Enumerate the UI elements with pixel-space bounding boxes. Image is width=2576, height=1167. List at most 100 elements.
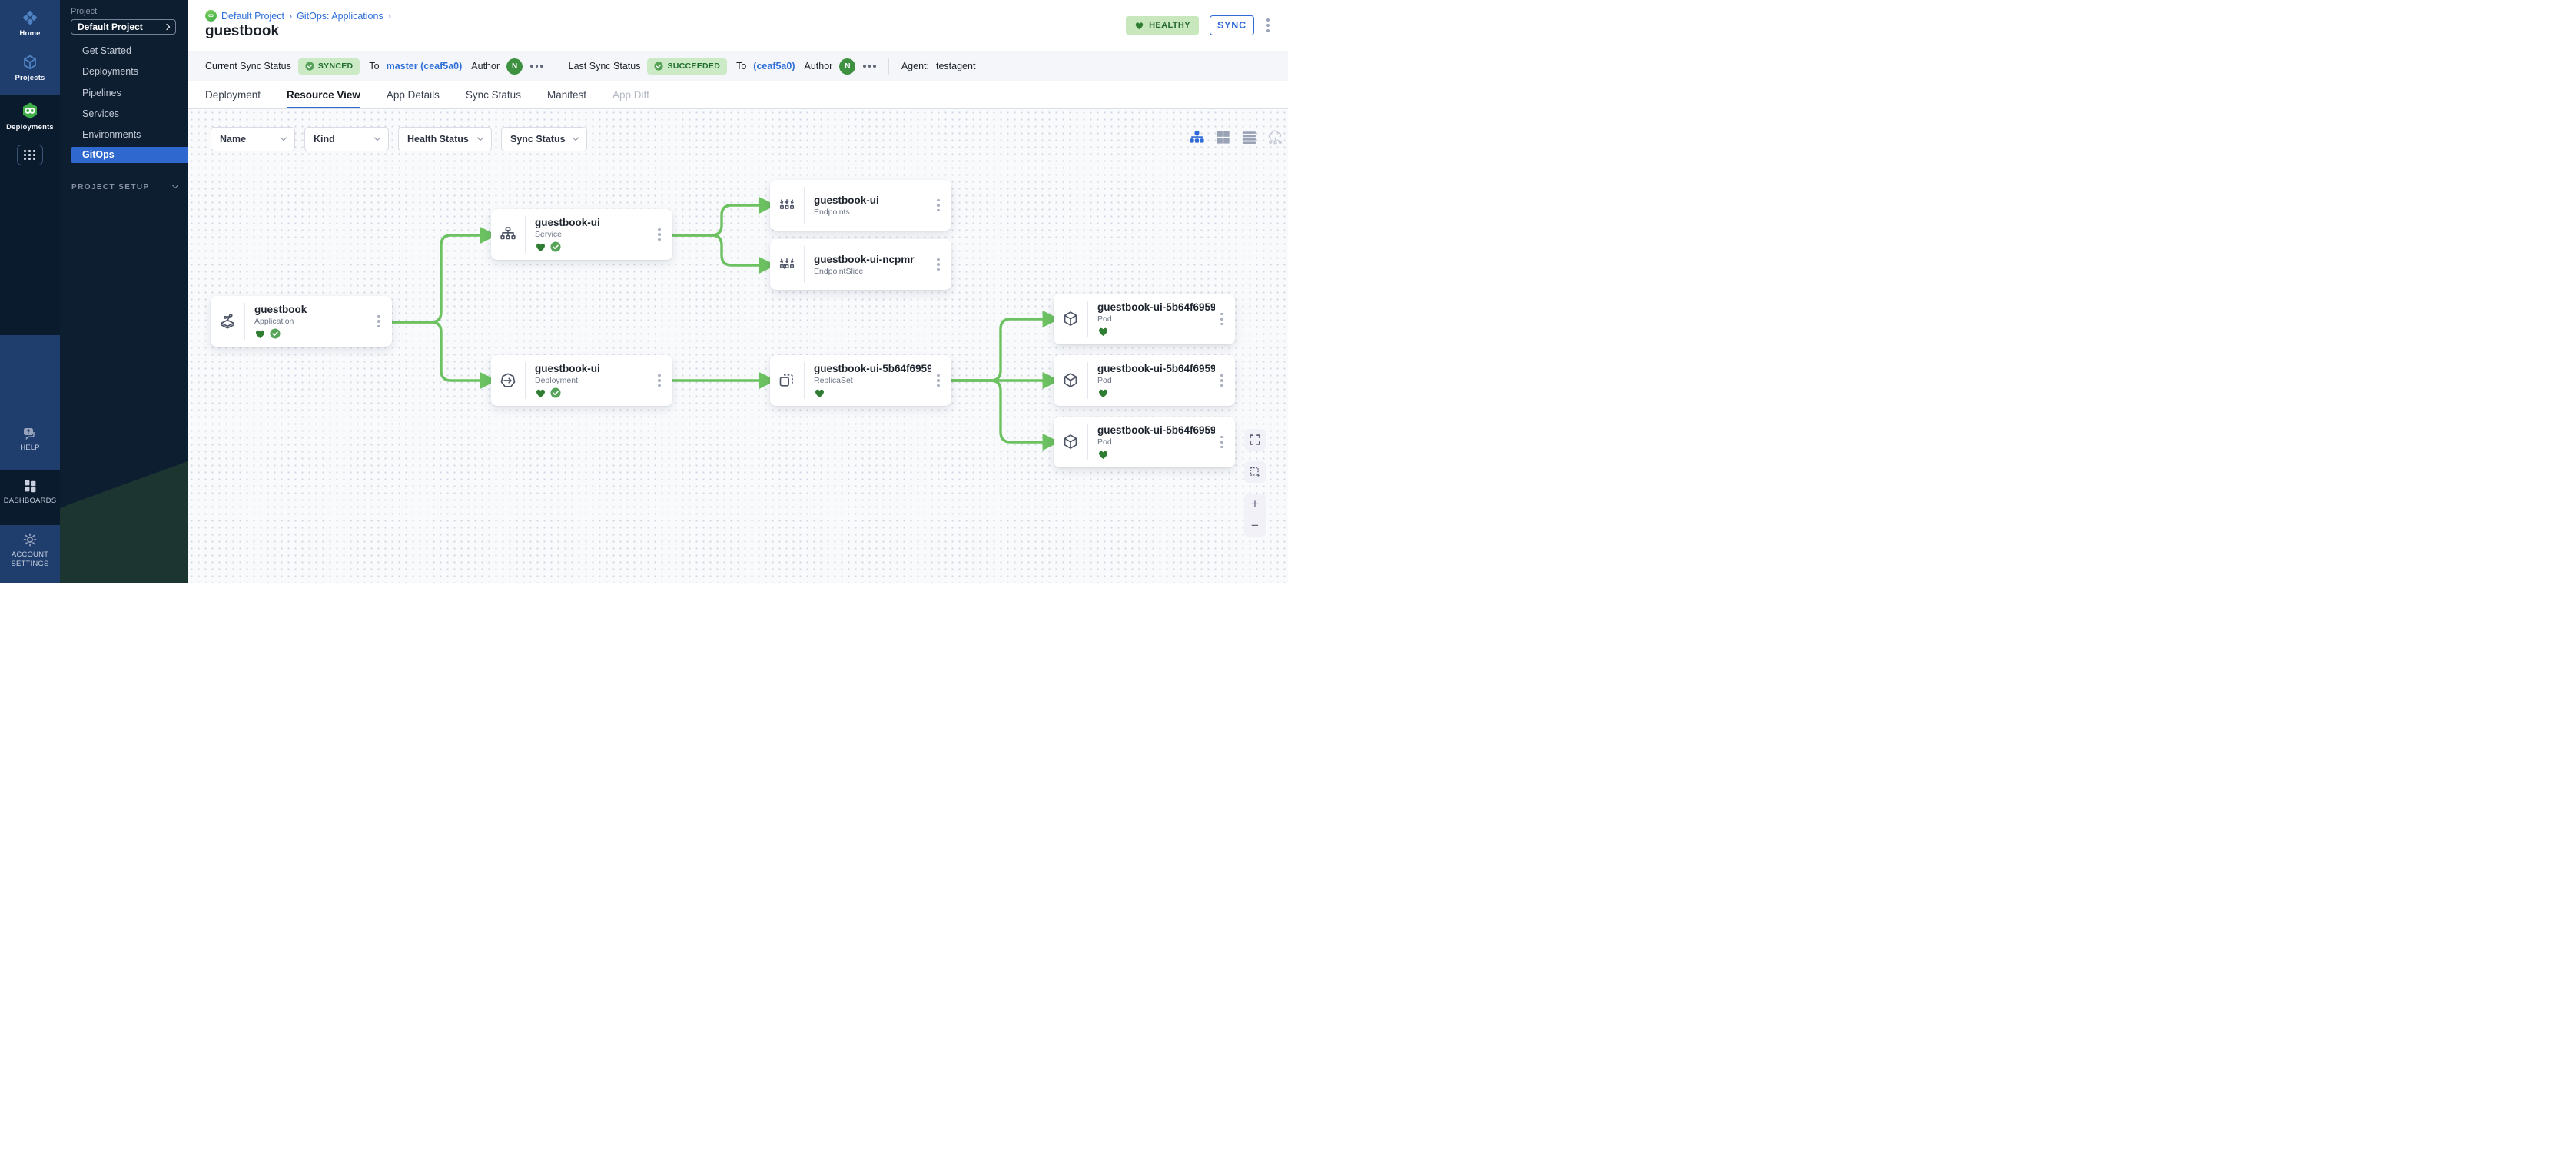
filter-sync-status[interactable]: Sync Status (501, 127, 587, 151)
resource-node-application[interactable]: guestbook Application (211, 296, 392, 347)
resource-node-pod-1[interactable]: guestbook-ui-5b64f6959... Pod (1054, 294, 1235, 344)
pod-icon (1054, 371, 1087, 390)
dashboards-band (0, 470, 60, 525)
agent-label: Agent: (901, 61, 929, 71)
endpointslice-icon (770, 255, 804, 274)
selection-mode-button[interactable] (1244, 461, 1266, 483)
sidebar-item-gitops-selected[interactable]: GitOps (71, 147, 188, 163)
resource-name: guestbook-ui-5b64f6959... (1097, 424, 1215, 436)
to-label: To (736, 61, 747, 71)
healthy-heart-icon (815, 389, 824, 397)
resource-node-replicaset[interactable]: guestbook-ui-5b64f69597 ReplicaSet (770, 355, 951, 406)
breadcrumb-default-project[interactable]: Default Project (221, 10, 284, 22)
sidebar-item-environments[interactable]: Environments (82, 129, 141, 140)
filter-name[interactable]: Name (211, 127, 295, 151)
chevron-right-icon (163, 23, 171, 31)
filter-label: Kind (314, 134, 335, 145)
resource-name: guestbook-ui-5b64f69597 (814, 363, 931, 374)
page-title: guestbook (205, 23, 280, 39)
sync-button[interactable]: SYNC (1210, 15, 1254, 35)
filter-kind[interactable]: Kind (304, 127, 389, 151)
current-revision-link[interactable]: master (ceaf5a0) (386, 61, 463, 71)
sidebar-item-deployments[interactable]: Deployments (82, 66, 138, 77)
tree-view-icon[interactable] (1189, 129, 1205, 145)
divider (525, 362, 526, 399)
node-menu-button[interactable] (372, 314, 386, 328)
node-menu-button[interactable] (931, 198, 945, 212)
more-options-button[interactable] (863, 65, 876, 68)
sidebar-item-services[interactable]: Services (82, 108, 119, 119)
resource-kind: Pod (1097, 437, 1112, 447)
node-menu-button[interactable] (1215, 374, 1229, 387)
node-menu-button[interactable] (652, 228, 666, 241)
resource-node-service[interactable]: guestbook-ui Service (491, 209, 672, 260)
deployments-icon (23, 102, 37, 119)
healthy-heart-icon (1099, 327, 1107, 336)
grid-view-icon[interactable] (1215, 129, 1231, 145)
healthy-heart-icon (1099, 451, 1107, 459)
list-view-icon[interactable] (1241, 129, 1257, 145)
tab-app-details[interactable]: App Details (386, 89, 440, 101)
filter-label: Name (220, 134, 247, 145)
rail-item-account-settings[interactable]: ACCOUNT SETTINGS (0, 532, 60, 569)
node-menu-button[interactable] (931, 258, 945, 271)
rail-item-projects[interactable]: Projects (0, 54, 60, 83)
rail-item-label: DASHBOARDS (3, 497, 57, 505)
project-section-label: Project (71, 7, 98, 16)
resource-node-endpointslice[interactable]: guestbook-ui-ncpmr EndpointSlice (770, 239, 951, 290)
resource-kind: EndpointSlice (814, 266, 864, 276)
rail-item-help[interactable]: ? HELP (0, 427, 60, 453)
resource-node-deployment[interactable]: guestbook-ui Deployment (491, 355, 672, 406)
filter-health-status[interactable]: Health Status (398, 127, 492, 151)
sidebar-item-pipelines[interactable]: Pipelines (82, 88, 121, 98)
more-options-button[interactable] (530, 65, 543, 68)
sync-status-bar: Current Sync Status SYNCED To master (ce… (188, 51, 1288, 81)
resource-tree-canvas[interactable]: Name Kind Health Status Sync Status (188, 109, 1288, 584)
app-menu-button[interactable] (1265, 17, 1271, 34)
home-icon (23, 11, 37, 25)
filter-label: Health Status (407, 134, 469, 145)
active-module-band (0, 95, 60, 335)
filter-label: Sync Status (510, 134, 566, 145)
resource-status-icons (1097, 326, 1215, 337)
resource-name: guestbook-ui-5b64f6959... (1097, 301, 1215, 313)
node-menu-button[interactable] (931, 374, 945, 387)
project-setup-toggle[interactable]: PROJECT SETUP (71, 181, 178, 191)
resource-node-endpoints[interactable]: guestbook-ui Endpoints (770, 180, 951, 231)
rail-item-deployments[interactable]: Deployments (0, 101, 60, 132)
author-avatar[interactable]: N (839, 58, 856, 75)
dashboards-icon (25, 480, 36, 493)
check-circle-icon (654, 62, 664, 71)
tab-deployment[interactable]: Deployment (205, 89, 261, 101)
projects-icon (24, 55, 36, 70)
node-menu-button[interactable] (1215, 312, 1229, 326)
rail-item-dashboards[interactable]: DASHBOARDS (0, 478, 60, 506)
zoom-in-button[interactable]: + (1251, 497, 1259, 511)
author-avatar[interactable]: N (506, 58, 523, 75)
node-menu-button[interactable] (652, 374, 666, 387)
health-status-badge: HEALTHY (1126, 16, 1199, 35)
breadcrumb-gitops-applications[interactable]: GitOps: Applications (297, 10, 383, 22)
sidebar-item-get-started[interactable]: Get Started (82, 45, 131, 56)
tab-resource-view[interactable]: Resource View (287, 81, 360, 108)
zoom-out-button[interactable]: − (1251, 518, 1259, 533)
project-selector[interactable]: Default Project (71, 19, 176, 35)
svg-text:?: ? (27, 428, 30, 435)
project-setup-label: PROJECT SETUP (71, 183, 150, 191)
tab-manifest[interactable]: Manifest (546, 89, 586, 101)
network-view-icon[interactable] (1267, 129, 1283, 145)
rail-item-home[interactable]: Home (0, 9, 60, 38)
tab-sync-status[interactable]: Sync Status (465, 89, 521, 101)
node-menu-button[interactable] (1215, 435, 1229, 449)
healthy-heart-icon (256, 330, 264, 338)
resource-node-pod-3[interactable]: guestbook-ui-5b64f6959... Pod (1054, 417, 1235, 467)
resource-node-pod-2[interactable]: guestbook-ui-5b64f6959... Pod (1054, 355, 1235, 406)
fullscreen-button[interactable] (1244, 429, 1266, 451)
heart-icon (1135, 22, 1144, 30)
last-revision-link[interactable]: (ceaf5a0) (753, 61, 795, 71)
chevron-down-icon (280, 134, 287, 141)
module-grid-button[interactable] (17, 145, 43, 165)
author-label: Author (804, 61, 833, 71)
divider (804, 187, 805, 224)
resource-status-icons (535, 241, 652, 252)
